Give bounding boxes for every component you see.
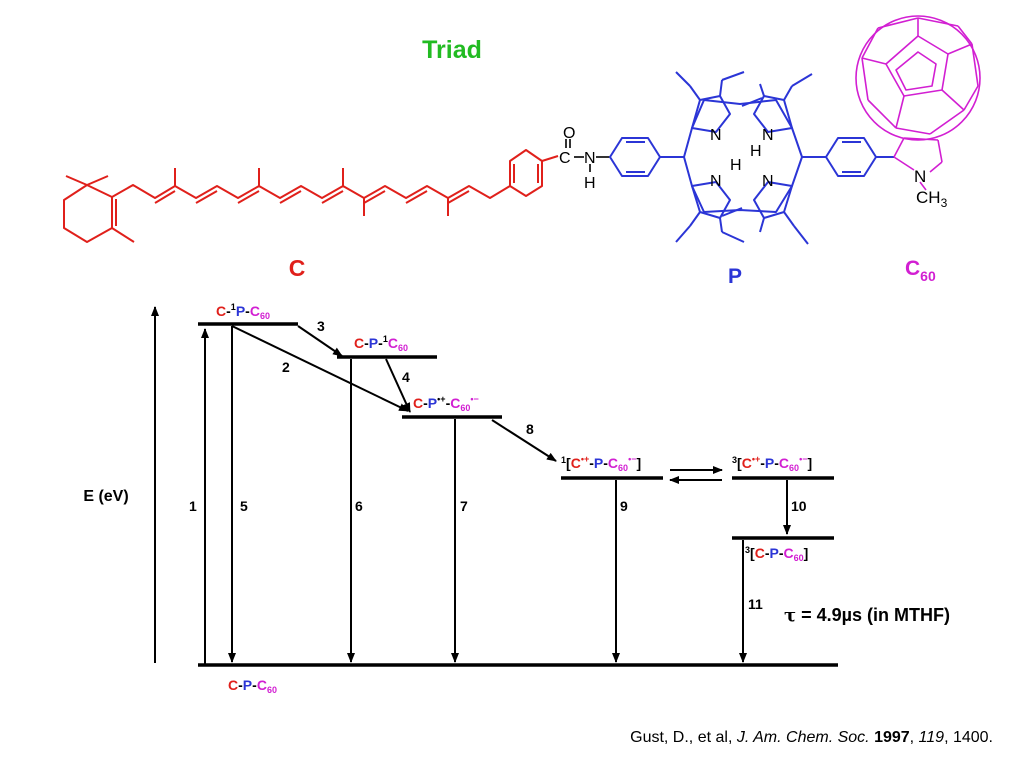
fullerene-structure [855, 15, 981, 191]
state-triplet-carotene: 3[C-P-C60] [745, 545, 808, 563]
amide-carbon: C [559, 150, 571, 167]
pyrrole-hydrogen-2: H [730, 157, 742, 174]
process-label-5: 5 [240, 498, 248, 514]
state-triplet-cs: 3[C•+-P-C60•−] [732, 454, 812, 473]
lifetime-annotation: τ = 4.9µs (in MTHF) [784, 605, 950, 626]
amide-hydrogen: H [584, 175, 596, 192]
arrow-2 [231, 325, 409, 412]
process-arrows [151, 306, 791, 664]
citation: Gust, D., et al, J. Am. Chem. Soc. 1997,… [630, 729, 993, 746]
porphyrin-label: P [728, 265, 742, 288]
pyrrole-hydrogen-1: H [750, 143, 762, 160]
pyrrole-nitrogen-1: N [710, 127, 722, 144]
state-singlet-cs: 1[C•+-P-C60•−] [561, 454, 641, 473]
process-label-2: 2 [282, 359, 290, 375]
pyrrolidine-nitrogen: N [914, 167, 926, 186]
process-label-3: 3 [317, 318, 325, 334]
amide-linker [565, 139, 610, 172]
process-label-10: 10 [791, 498, 807, 514]
pyrrole-nitrogen-2: N [762, 127, 774, 144]
process-label-8: 8 [526, 421, 534, 437]
energy-axis-label: E (eV) [83, 488, 128, 505]
process-label-9: 9 [620, 498, 628, 514]
process-numbers: 1 2 3 4 5 6 7 8 9 10 11 [189, 318, 807, 612]
porphyrin-structure [609, 71, 894, 245]
arrow-3 [297, 325, 343, 357]
methyl-group: CH3 [916, 188, 948, 210]
process-label-6: 6 [355, 498, 363, 514]
amide-oxygen: O [563, 125, 575, 142]
energy-levels [198, 322, 838, 667]
carotene-label: C [289, 255, 306, 281]
amide-nitrogen: N [584, 150, 596, 167]
state-ground: C-P-C60 [228, 677, 277, 695]
process-label-4: 4 [402, 369, 410, 385]
state-singlet-porphyrin: C-1P-C60 [216, 302, 270, 321]
pyrrole-nitrogen-3: N [710, 173, 722, 190]
diagram-title: Triad [422, 36, 482, 64]
process-label-7: 7 [460, 498, 468, 514]
state-singlet-fullerene: C-P-1C60 [354, 334, 408, 353]
process-label-11: 11 [748, 596, 763, 612]
arrow-4 [385, 358, 411, 413]
pyrrole-nitrogen-4: N [762, 173, 774, 190]
fullerene-label: C60 [905, 257, 936, 284]
process-label-1: 1 [189, 498, 197, 514]
state-radical-pair: C-P•+-C60•− [413, 394, 479, 413]
arrow-8 [491, 419, 557, 462]
carotenoid-structure [63, 149, 559, 243]
